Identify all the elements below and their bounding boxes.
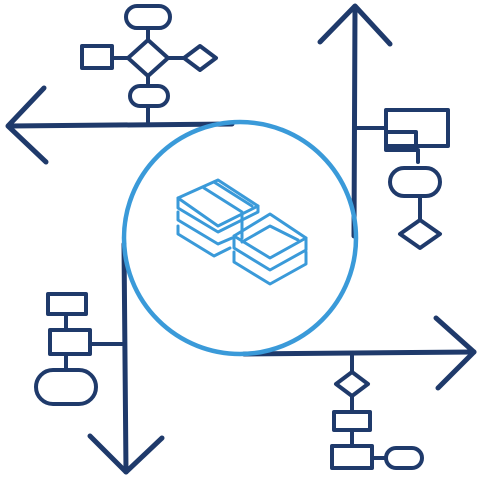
arrow-left-icon bbox=[5, 85, 235, 165]
flowchart-left-icon bbox=[34, 292, 126, 406]
flowchart-right-icon bbox=[352, 108, 450, 250]
arrow-up-icon bbox=[317, 3, 393, 239]
center-circle bbox=[121, 119, 359, 357]
arrow-right-icon bbox=[241, 315, 477, 391]
flowchart-top-icon bbox=[80, 4, 218, 126]
arrow-down-icon bbox=[87, 241, 165, 475]
money-stack-icon bbox=[176, 178, 308, 286]
flowchart-bottom-icon bbox=[330, 352, 424, 470]
